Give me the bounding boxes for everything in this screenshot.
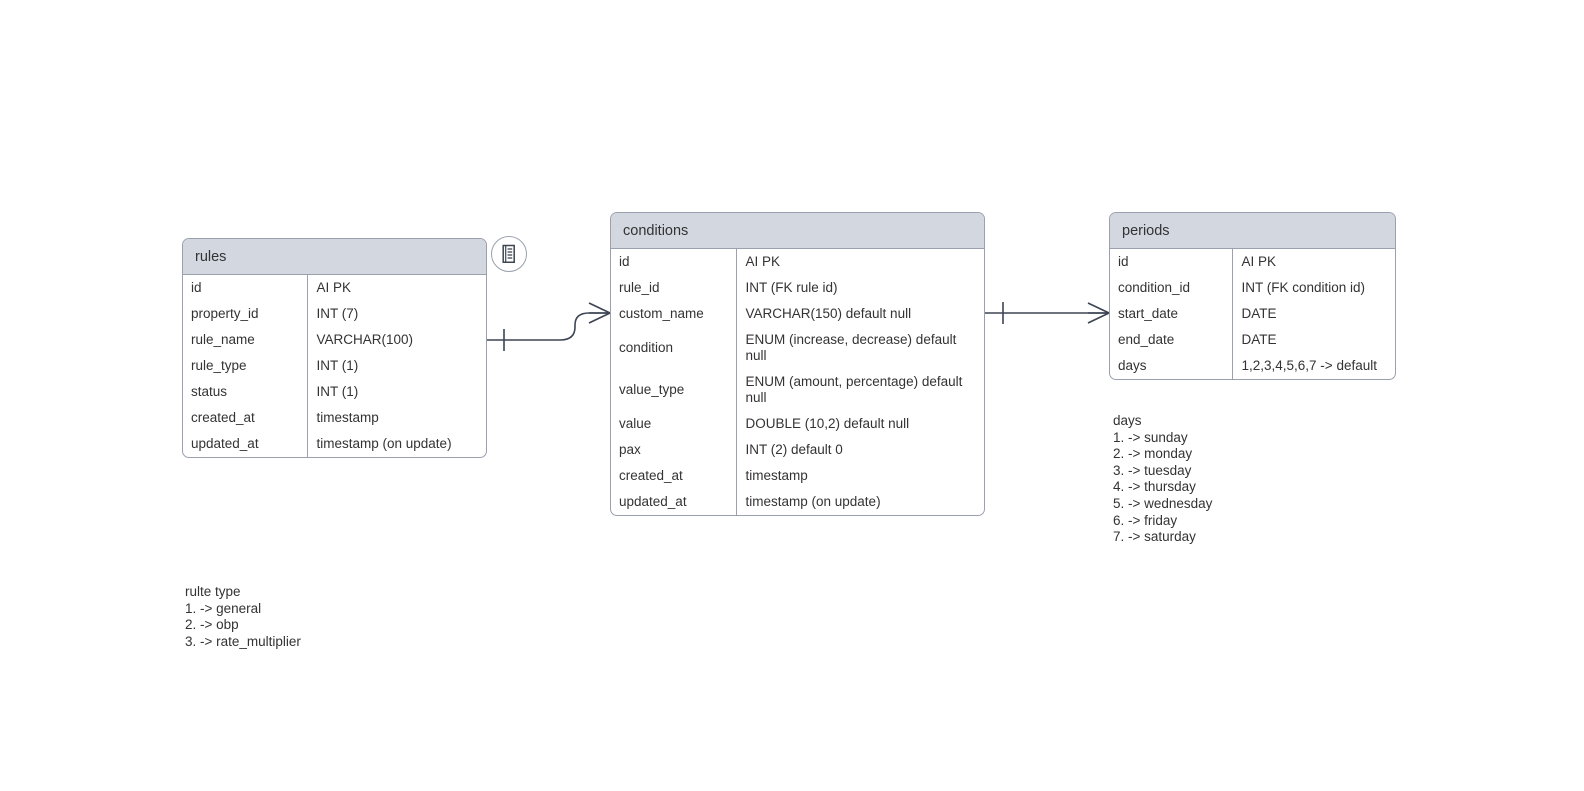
- attribute-name: updated_at: [611, 489, 737, 515]
- attribute-type: INT (1): [316, 384, 359, 399]
- attribute-name: value_type: [611, 369, 737, 411]
- attribute-name: pax: [611, 437, 737, 463]
- attribute-type: timestamp (on update): [316, 436, 452, 451]
- legend-title: days: [1113, 413, 1142, 428]
- attribute-name: rule_name: [183, 327, 308, 353]
- attribute-row: start_date DATE: [1110, 301, 1395, 327]
- attribute-row: property_id INT (7): [183, 301, 486, 327]
- attribute-type: DATE: [1241, 332, 1277, 347]
- attribute-row: rule_name VARCHAR(100): [183, 327, 486, 353]
- entity-title-rules: rules: [183, 239, 486, 275]
- attribute-row: id AI PK: [611, 249, 984, 275]
- attribute-row: created_at timestamp: [183, 405, 486, 431]
- attribute-type: VARCHAR(150) default null: [745, 306, 912, 321]
- attribute-type: timestamp: [745, 468, 808, 483]
- relationship-conditions-periods: [985, 302, 1110, 324]
- attribute-name: condition: [611, 327, 737, 369]
- attribute-row: condition_id INT (FK condition id): [1110, 275, 1395, 301]
- legend-line: 2. -> obp: [185, 617, 239, 633]
- attribute-name: id: [1110, 249, 1233, 275]
- attribute-name: updated_at: [183, 431, 308, 457]
- attribute-name: custom_name: [611, 301, 737, 327]
- attribute-row: status INT (1): [183, 379, 486, 405]
- legend-line: 3. -> rate_multiplier: [185, 633, 301, 649]
- entity-attributes-periods: id AI PK condition_id INT (FK condition …: [1110, 249, 1395, 379]
- attribute-type: INT (FK rule id): [745, 280, 838, 295]
- attribute-type: timestamp: [316, 410, 379, 425]
- entity-table-rules[interactable]: rules id AI PK property_id INT (7) rule_…: [182, 238, 487, 458]
- attribute-row: rule_id INT (FK rule id): [611, 275, 984, 301]
- attribute-name: property_id: [183, 301, 308, 327]
- entity-table-periods[interactable]: periods id AI PK condition_id INT (FK co…: [1109, 212, 1396, 380]
- attribute-type: INT (7): [316, 306, 359, 321]
- entity-title-conditions: conditions: [611, 213, 984, 249]
- legend-line: 7. -> saturday: [1113, 529, 1196, 545]
- legend-line: 1. -> sunday: [1113, 429, 1188, 445]
- note-icon: [502, 244, 515, 263]
- legend-rule-type: rulte type 1. -> general 2. -> obp 3. ->…: [185, 584, 301, 650]
- attribute-type: INT (2) default 0: [745, 442, 843, 457]
- entity-attributes-rules: id AI PK property_id INT (7) rule_name V…: [183, 275, 486, 457]
- attribute-type: DATE: [1241, 306, 1277, 321]
- attribute-type: ENUM (amount, percentage) default null: [745, 374, 963, 405]
- attribute-row: id AI PK: [1110, 249, 1395, 275]
- attribute-row: value_type ENUM (amount, percentage) def…: [611, 369, 984, 411]
- attribute-row: updated_at timestamp (on update): [611, 489, 984, 515]
- legend-days: days 1. -> sunday 2. -> monday 3. -> tue…: [1113, 413, 1212, 546]
- note-button[interactable]: [491, 236, 527, 272]
- attribute-type: AI PK: [1241, 254, 1277, 269]
- attribute-name: created_at: [183, 405, 308, 431]
- attribute-type: DOUBLE (10,2) default null: [745, 416, 910, 431]
- attribute-row: id AI PK: [183, 275, 486, 301]
- legend-line: 1. -> general: [185, 600, 262, 616]
- attribute-name: rule_type: [183, 353, 308, 379]
- attribute-row: created_at timestamp: [611, 463, 984, 489]
- attribute-row: custom_name VARCHAR(150) default null: [611, 301, 984, 327]
- attribute-row: value DOUBLE (10,2) default null: [611, 411, 984, 437]
- entity-title-periods: periods: [1110, 213, 1395, 249]
- attribute-type: INT (1): [316, 358, 359, 373]
- attribute-name: condition_id: [1110, 275, 1233, 301]
- attribute-type: AI PK: [745, 254, 781, 269]
- attribute-name: value: [611, 411, 737, 437]
- attribute-type: 1,2,3,4,5,6,7 -> default: [1241, 358, 1377, 373]
- cardinality-many-conditions: [588, 302, 611, 324]
- entity-attributes-conditions: id AI PK rule_id INT (FK rule id) custom…: [611, 249, 984, 515]
- attribute-row: updated_at timestamp (on update): [183, 431, 486, 457]
- legend-line: 4. -> thursday: [1113, 479, 1196, 495]
- attribute-name: end_date: [1110, 327, 1233, 353]
- attribute-row: days 1,2,3,4,5,6,7 -> default: [1110, 353, 1395, 379]
- attribute-type: VARCHAR(100): [316, 332, 414, 347]
- attribute-name: id: [183, 275, 308, 301]
- legend-line: 3. -> tuesday: [1113, 462, 1192, 478]
- legend-line: 5. -> wednesday: [1113, 495, 1213, 511]
- attribute-row: end_date DATE: [1110, 327, 1395, 353]
- relationship-rules-conditions: [487, 302, 611, 351]
- legend-line: 2. -> monday: [1113, 446, 1193, 462]
- attribute-name: created_at: [611, 463, 737, 489]
- attribute-name: start_date: [1110, 301, 1233, 327]
- attribute-row: rule_type INT (1): [183, 353, 486, 379]
- attribute-type: INT (FK condition id): [1241, 280, 1366, 295]
- entity-table-conditions[interactable]: conditions id AI PK rule_id INT (FK rule…: [610, 212, 985, 516]
- attribute-type: AI PK: [316, 280, 352, 295]
- legend-title: rulte type: [185, 584, 241, 599]
- attribute-row: pax INT (2) default 0: [611, 437, 984, 463]
- legend-line: 6. -> friday: [1113, 512, 1178, 528]
- attribute-name: status: [183, 379, 308, 405]
- attribute-type: timestamp (on update): [745, 494, 881, 509]
- attribute-row: condition ENUM (increase, decrease) defa…: [611, 327, 984, 369]
- attribute-name: id: [611, 249, 737, 275]
- attribute-name: rule_id: [611, 275, 737, 301]
- attribute-name: days: [1110, 353, 1233, 379]
- cardinality-many-periods: [1087, 302, 1110, 324]
- attribute-type: ENUM (increase, decrease) default null: [745, 332, 957, 363]
